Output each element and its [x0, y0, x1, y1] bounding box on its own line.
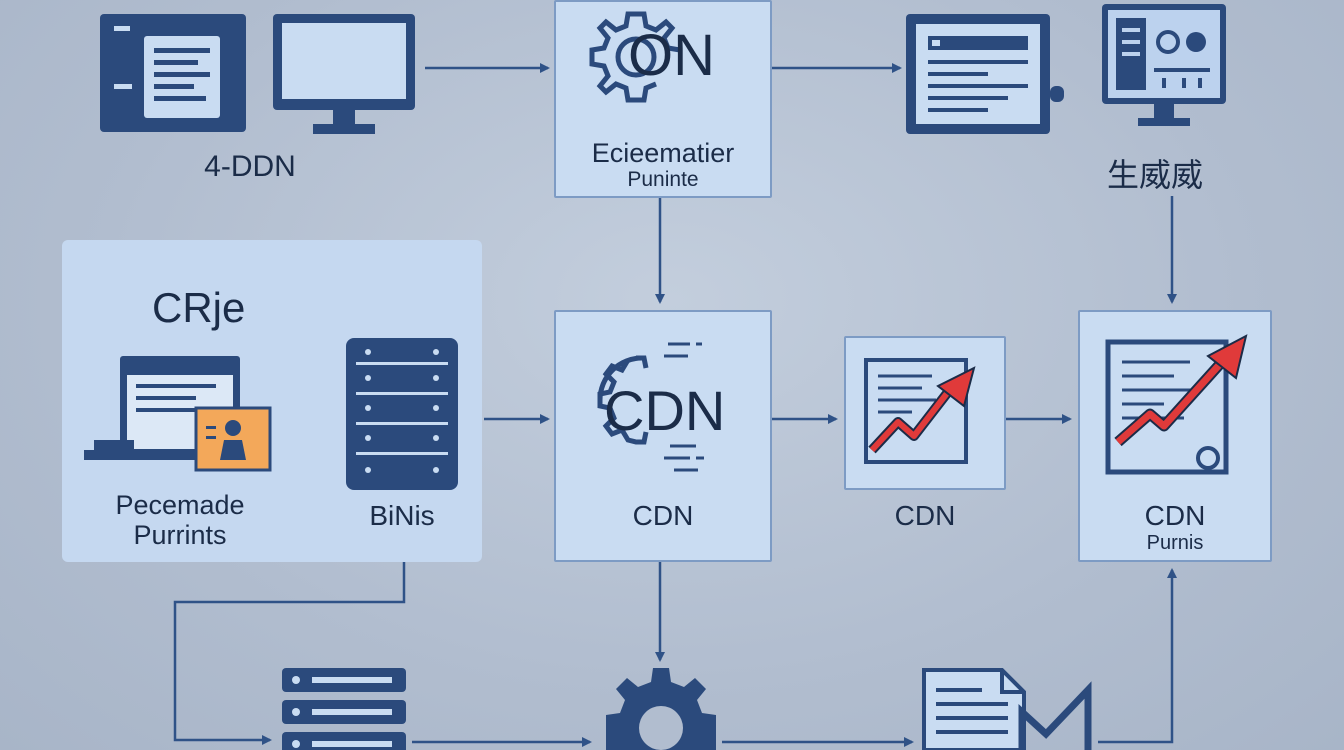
- dashboard-monitor-icon: [1102, 4, 1226, 126]
- server-stack-icon: [282, 668, 406, 750]
- arrow-doc-up-right: [1098, 568, 1177, 744]
- top-center-title: Eciеematier: [591, 138, 735, 168]
- report-trend-icon: [1105, 334, 1248, 475]
- top-center-subtitle: Puninte: [627, 168, 699, 191]
- document-mail-icon: [922, 668, 1092, 750]
- process-box-top-center[interactable]: [554, 0, 772, 198]
- process-box-cdn-center[interactable]: [554, 310, 772, 562]
- panel-label-line2: Purrints: [133, 520, 227, 550]
- center-icon-text: CDN: [604, 379, 726, 442]
- panel-title: CRje: [152, 284, 246, 331]
- center-label: CDN: [632, 500, 694, 531]
- database-label: BiNis: [369, 500, 435, 531]
- trend-chart-icon: [864, 358, 976, 464]
- top-right-label: 生威威: [1106, 157, 1203, 193]
- monitor-icon: [273, 14, 415, 134]
- arrow-database-loop: [173, 535, 406, 745]
- gear-icon: [589, 11, 681, 103]
- top-center-icon-text: ON: [628, 23, 715, 88]
- cdn-gear-icon: [597, 342, 704, 472]
- settings-gear-icon: [606, 668, 716, 750]
- user-card-icon: [194, 406, 272, 472]
- right-box-label: CDN: [1144, 500, 1206, 531]
- chart-box-label: CDN: [894, 500, 956, 531]
- database-server-icon: [346, 338, 458, 490]
- top-left-label: 4-DDN: [204, 150, 296, 183]
- panel-label-line1: Pecemade: [115, 490, 245, 520]
- browser-window-icon: [906, 14, 1064, 134]
- document-window-icon: [100, 14, 246, 132]
- right-box-sublabel: Purnis: [1146, 532, 1204, 554]
